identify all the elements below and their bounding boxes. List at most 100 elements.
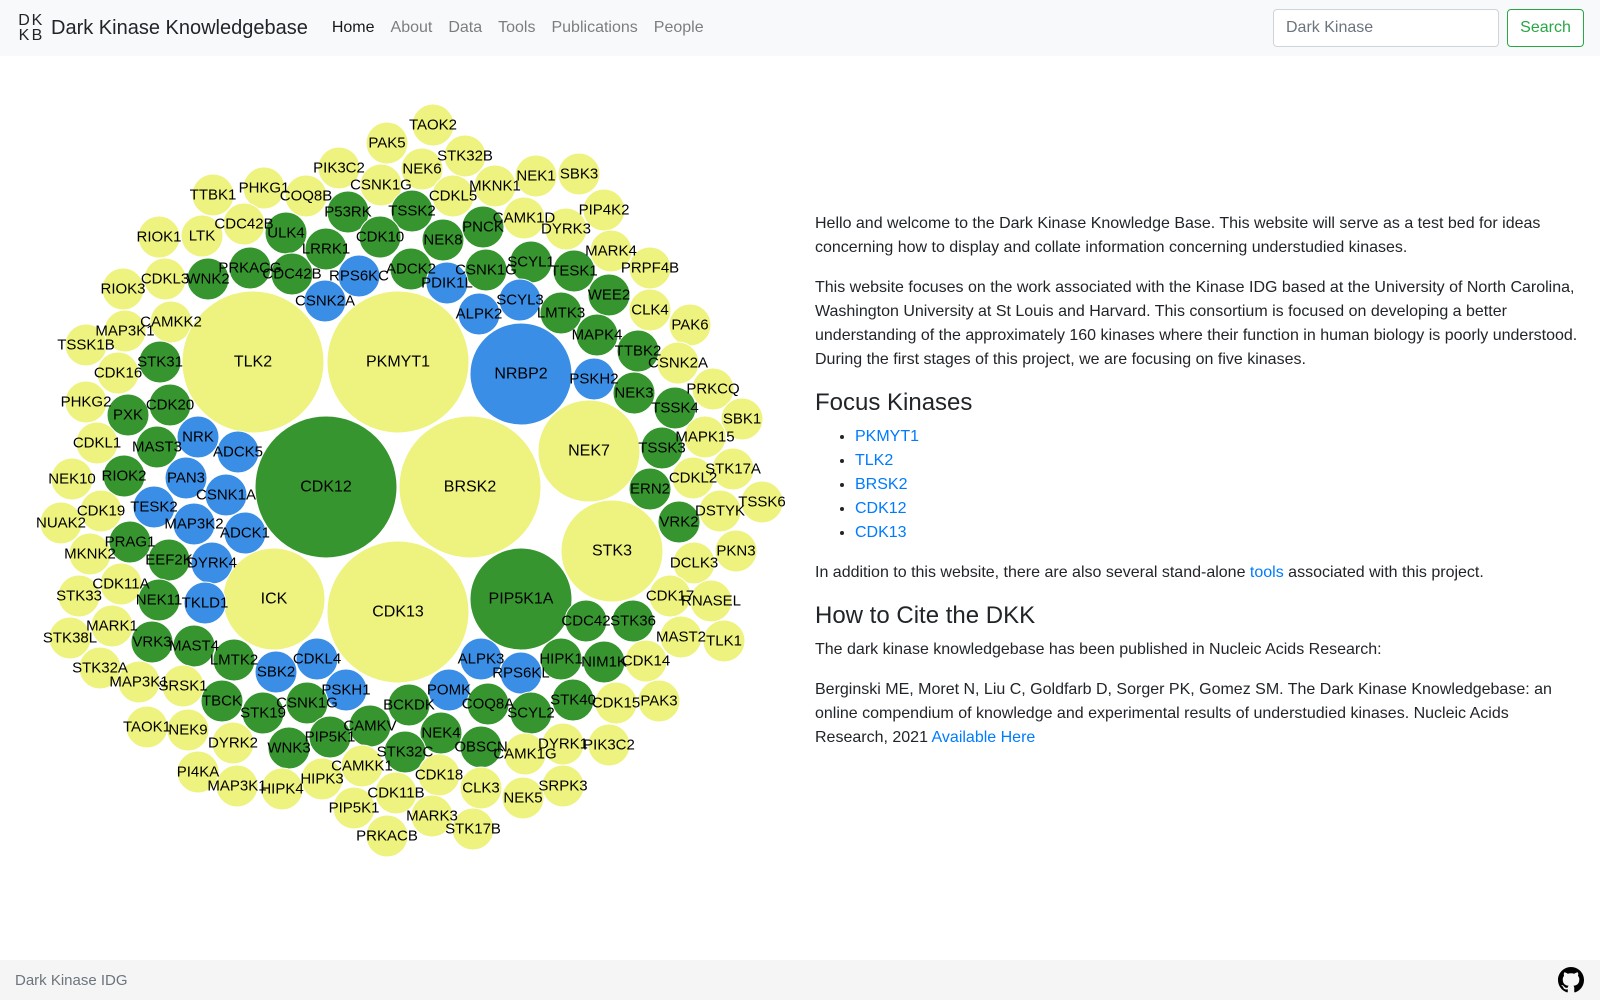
kinase-bubble[interactable] bbox=[324, 668, 368, 712]
github-icon[interactable] bbox=[1558, 967, 1584, 993]
kinase-bubble[interactable] bbox=[691, 367, 735, 411]
search-input[interactable] bbox=[1273, 9, 1499, 47]
kinase-bubble[interactable] bbox=[459, 766, 503, 810]
kinase-bubble[interactable] bbox=[96, 351, 140, 395]
kinase-bubble[interactable] bbox=[628, 288, 672, 332]
kinase-bubble[interactable] bbox=[358, 215, 402, 259]
kinase-bubble[interactable] bbox=[466, 682, 510, 726]
kinase-bubble[interactable] bbox=[135, 425, 179, 469]
kinase-bubble[interactable] bbox=[653, 386, 697, 430]
kinase-bubble[interactable] bbox=[48, 616, 92, 660]
kinase-bubble[interactable] bbox=[502, 196, 546, 240]
tools-link[interactable]: tools bbox=[1249, 564, 1284, 581]
kinase-bubble[interactable] bbox=[295, 637, 339, 681]
kinase-bubble[interactable] bbox=[425, 261, 469, 305]
kinase-bubble[interactable] bbox=[637, 679, 681, 723]
kinase-bubble[interactable] bbox=[473, 164, 517, 208]
nav-publications[interactable]: Publications bbox=[551, 19, 638, 36]
kinase-bubble[interactable] bbox=[143, 257, 187, 301]
kinase-bubble[interactable] bbox=[498, 278, 542, 322]
kinase-bubble[interactable] bbox=[332, 786, 376, 830]
kinase-bubble[interactable] bbox=[172, 502, 216, 546]
citation-available-here-link[interactable]: Available Here bbox=[931, 729, 1036, 746]
kinase-bubble[interactable] bbox=[575, 313, 619, 357]
kinase-bubble[interactable] bbox=[640, 426, 684, 470]
kinase-bubble[interactable] bbox=[186, 257, 230, 301]
kinase-bubble[interactable] bbox=[740, 480, 784, 524]
nav-home[interactable]: Home bbox=[331, 19, 375, 36]
kinase-bubble[interactable] bbox=[365, 121, 409, 165]
kinase-bubble[interactable] bbox=[57, 574, 101, 618]
kinase-bubble[interactable] bbox=[303, 279, 347, 323]
nav-tools[interactable]: Tools bbox=[498, 19, 536, 36]
kinase-bubble[interactable] bbox=[326, 540, 470, 684]
kinase-bubble[interactable] bbox=[501, 776, 545, 820]
kinase-bubble[interactable] bbox=[683, 415, 727, 459]
kinase-bubble[interactable] bbox=[557, 152, 601, 196]
kinase-bubble[interactable] bbox=[117, 660, 161, 704]
kinase-bubble[interactable] bbox=[564, 599, 608, 643]
kinase-bubble[interactable] bbox=[137, 215, 181, 259]
kinase-bubble[interactable] bbox=[200, 679, 244, 723]
kinase-bubble[interactable] bbox=[672, 541, 716, 585]
kinase-bubble[interactable] bbox=[64, 323, 108, 367]
kinase-bubble[interactable] bbox=[411, 103, 455, 147]
kinase-bubble[interactable] bbox=[216, 430, 260, 474]
kinase-bubble[interactable] bbox=[628, 467, 672, 511]
kinase-bubble[interactable] bbox=[102, 454, 146, 498]
kinase-bubble[interactable] bbox=[164, 456, 208, 500]
kinase-bubble[interactable] bbox=[181, 290, 325, 434]
kinase-bubble[interactable] bbox=[161, 664, 205, 708]
kinase-bubble[interactable] bbox=[469, 547, 573, 651]
kinase-bubble[interactable] bbox=[702, 619, 746, 663]
kinase-bubble[interactable] bbox=[106, 393, 150, 437]
kinase-bubble[interactable] bbox=[204, 473, 248, 517]
kinase-bubble[interactable] bbox=[132, 485, 176, 529]
kinase-bubble[interactable] bbox=[99, 562, 143, 606]
focus-kinase-link-cdk12[interactable]: CDK12 bbox=[855, 500, 907, 517]
kinase-bubble[interactable] bbox=[387, 683, 431, 727]
kinase-bubble[interactable] bbox=[326, 290, 470, 434]
kinase-bubble[interactable] bbox=[79, 489, 123, 533]
kinase-bubble[interactable] bbox=[624, 639, 668, 683]
kinase-bubble[interactable] bbox=[539, 637, 583, 681]
kinase-bubble[interactable] bbox=[254, 650, 298, 694]
kinase-bubble[interactable] bbox=[326, 190, 370, 234]
kinase-bubble[interactable] bbox=[222, 202, 266, 246]
kinase-bubble[interactable] bbox=[469, 322, 573, 426]
kinase-bubble[interactable] bbox=[308, 715, 352, 759]
kinase-bubble[interactable] bbox=[390, 189, 434, 233]
kinase-bubble[interactable] bbox=[659, 615, 703, 659]
kinase-bubble[interactable] bbox=[461, 205, 505, 249]
kinase-bubble[interactable] bbox=[698, 489, 742, 533]
kinase-bubble[interactable] bbox=[180, 214, 224, 258]
brand-title[interactable]: Dark Kinase Knowledgebase bbox=[51, 16, 308, 39]
kinase-bubble[interactable] bbox=[68, 532, 112, 576]
nav-data[interactable]: Data bbox=[448, 19, 483, 36]
kinase-bubble[interactable] bbox=[374, 771, 418, 815]
kinase-bubble[interactable] bbox=[172, 624, 216, 668]
kinase-bubble[interactable] bbox=[337, 254, 381, 298]
kinase-bubble[interactable] bbox=[552, 249, 596, 293]
kinase-bubble[interactable] bbox=[285, 681, 329, 725]
kinase-bubble[interactable] bbox=[457, 292, 501, 336]
focus-kinase-link-brsk2[interactable]: BRSK2 bbox=[855, 476, 908, 493]
kinase-bubble[interactable] bbox=[304, 227, 348, 271]
kinase-bubble[interactable] bbox=[137, 578, 181, 622]
kinase-bubble[interactable] bbox=[459, 637, 503, 681]
kinase-bubble[interactable] bbox=[90, 604, 134, 648]
kinase-bubble[interactable] bbox=[464, 248, 508, 292]
kinase-bubble[interactable] bbox=[551, 678, 595, 722]
kinase-bubble[interactable] bbox=[410, 794, 454, 838]
kinase-bubble[interactable] bbox=[443, 134, 487, 178]
kinase-bubble[interactable] bbox=[223, 511, 267, 555]
kinase-bubble[interactable] bbox=[451, 807, 495, 851]
kinase-bubble[interactable] bbox=[503, 732, 547, 776]
kinase-bubble[interactable] bbox=[612, 371, 656, 415]
kinase-bubble[interactable] bbox=[75, 421, 119, 465]
nav-people[interactable]: People bbox=[653, 19, 704, 36]
kinase-bubble[interactable] bbox=[539, 291, 583, 335]
kinase-bubble[interactable] bbox=[421, 218, 465, 262]
kinase-bubble[interactable] bbox=[657, 500, 701, 544]
kinase-bubble[interactable] bbox=[228, 246, 272, 290]
